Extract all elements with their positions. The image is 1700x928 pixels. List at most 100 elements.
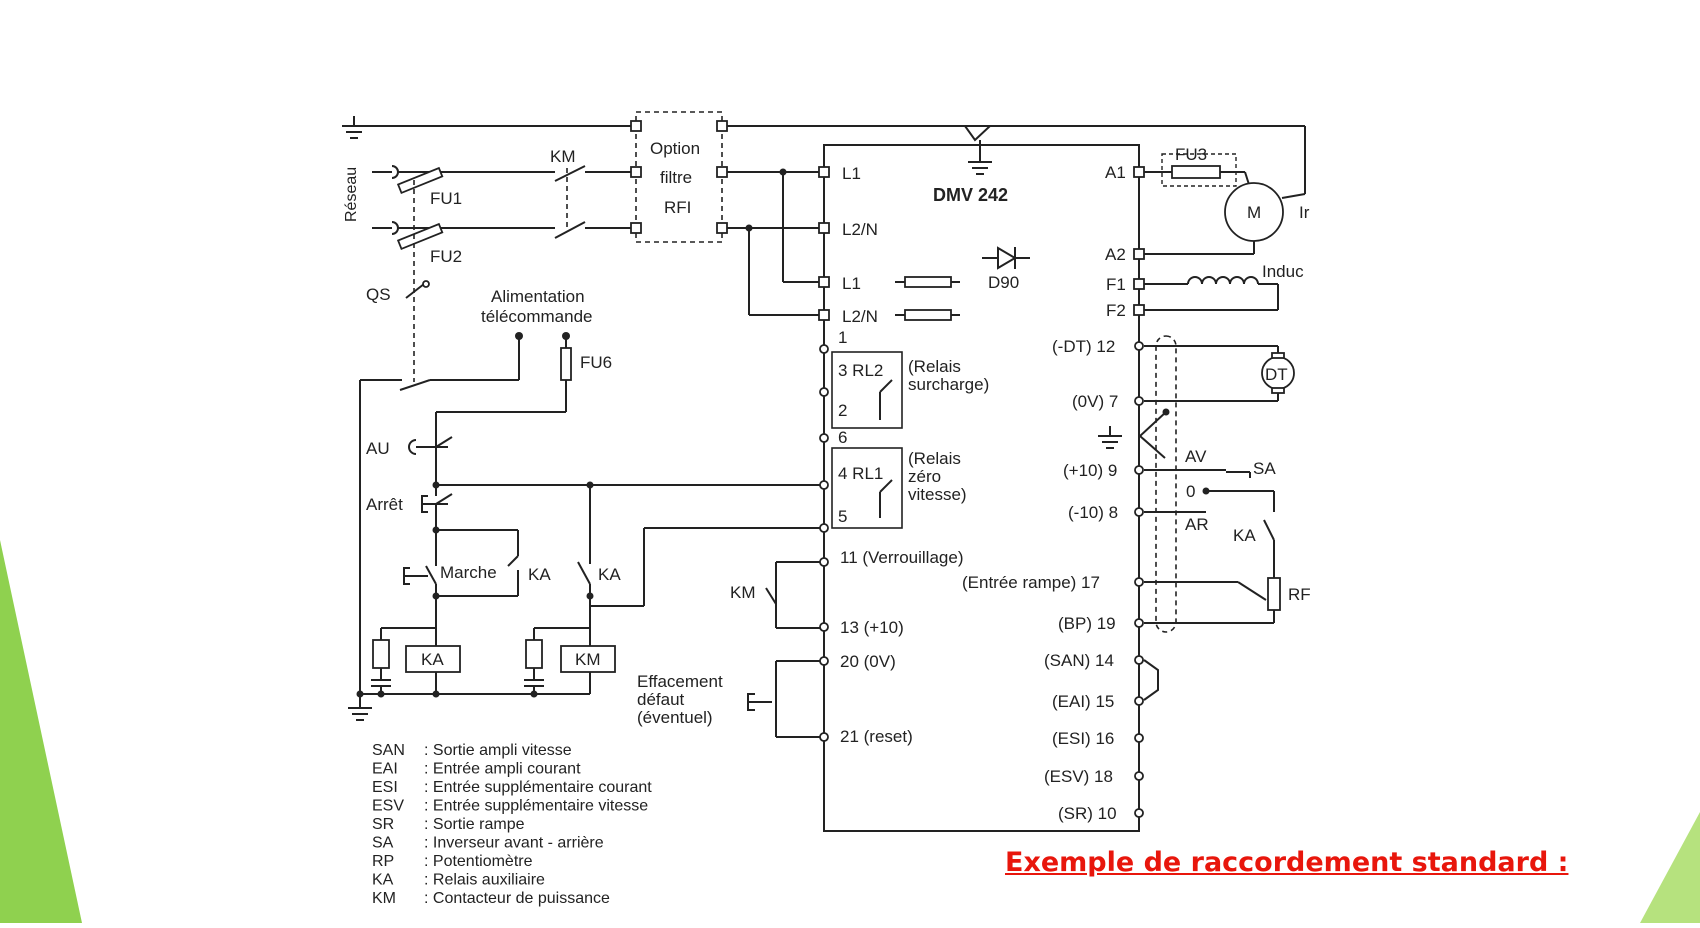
legend-abbr: SAN xyxy=(372,742,405,759)
terminal-11: 11 (Verrouillage) xyxy=(840,548,963,567)
terminal-f1: F1 xyxy=(1106,275,1126,294)
supply-line1: Alimentation xyxy=(491,287,585,306)
terminal-21: 21 (reset) xyxy=(840,727,913,746)
supply-line2: télécommande xyxy=(481,307,593,326)
terminal-13: 13 (+10) xyxy=(840,618,904,637)
legend-text: : Relais auxiliaire xyxy=(424,872,545,889)
terminal-eai15: (EAI) 15 xyxy=(1052,692,1114,711)
ka-coil-label: KA xyxy=(421,650,444,669)
internal-fuse-2-icon xyxy=(895,309,960,321)
legend-abbr: ESV xyxy=(372,798,404,815)
legend-text: : Sortie rampe xyxy=(424,816,525,833)
legend-abbr: ESI xyxy=(372,779,398,796)
ar-label: AR xyxy=(1185,515,1209,534)
terminal-m10-8: (-10) 8 xyxy=(1068,503,1118,522)
legend-abbr: SR xyxy=(372,816,394,833)
left-accent-triangle xyxy=(0,540,82,923)
terminal-l1-bottom: L1 xyxy=(842,274,861,293)
fu1-label: FU1 xyxy=(430,189,462,208)
rl1-desc-2: zéro xyxy=(908,467,941,486)
earth-shield-icon xyxy=(1098,426,1122,449)
legend-text: : Entrée supplémentaire courant xyxy=(424,779,652,796)
diode-d90-icon xyxy=(982,246,1030,270)
terminal-esv18: (ESV) 18 xyxy=(1044,767,1113,786)
rfi-line1: Option xyxy=(650,139,700,158)
terminal-a2: A2 xyxy=(1105,245,1126,264)
rfi-line2: filtre xyxy=(660,168,692,187)
terminal-sr10: (SR) 10 xyxy=(1058,804,1117,823)
sa-label: SA xyxy=(1253,459,1276,478)
legend-abbr: SA xyxy=(372,835,394,852)
potentiometer-rp-icon xyxy=(1267,577,1281,611)
rl2-desc-1: (Relais xyxy=(908,357,961,376)
legend-text: : Entrée supplémentaire vitesse xyxy=(424,798,648,815)
fu3-label: FU3 xyxy=(1175,145,1207,164)
rl2-relay-box xyxy=(831,351,903,429)
rp-label: RF xyxy=(1288,585,1311,604)
legend-text: : Contacteur de puissance xyxy=(424,890,610,907)
rl1-desc-1: (Relais xyxy=(908,449,961,468)
rl2-desc-2: surcharge) xyxy=(908,375,989,394)
internal-fuse-1-icon xyxy=(895,276,960,288)
terminal-dt12: (-DT) 12 xyxy=(1052,337,1115,356)
terminal-20: 20 (0V) xyxy=(840,652,896,671)
fu6-label: FU6 xyxy=(580,353,612,372)
au-emergency-stop-icon xyxy=(408,432,453,462)
earth-top-left-icon xyxy=(342,116,366,139)
arret-label: Arrêt xyxy=(366,495,403,514)
marche-label: Marche xyxy=(440,563,497,582)
terminal-3-rl2: 3 RL2 xyxy=(838,361,883,380)
arret-button-icon xyxy=(421,485,453,530)
earth-dmv-icon xyxy=(964,125,992,175)
terminal-f2: F2 xyxy=(1106,301,1126,320)
legend-abbr: EAI xyxy=(372,761,398,778)
av-label: AV xyxy=(1185,447,1207,466)
inductor-label: Induc xyxy=(1262,262,1304,281)
ind-label: Ir xyxy=(1299,203,1310,222)
ka-contact-2-label: KA xyxy=(598,565,621,584)
mains-plug-2-icon xyxy=(372,221,399,235)
legend-abbr: KM xyxy=(372,890,396,907)
km-interlock-label: KM xyxy=(730,583,756,602)
terminal-l2n-bottom: L2/N xyxy=(842,307,878,326)
effacement-line2: défaut xyxy=(637,690,685,709)
terminal-4-rl1: 4 RL1 xyxy=(838,464,883,483)
mains-plug-1-icon xyxy=(372,165,399,179)
au-label: AU xyxy=(366,439,390,458)
inductor-coil-icon xyxy=(1187,276,1259,285)
zero-label: 0 xyxy=(1186,482,1195,501)
terminal-san14: (SAN) 14 xyxy=(1044,651,1114,670)
dmv-title: DMV 242 xyxy=(933,185,1008,205)
qs-label: QS xyxy=(366,285,391,304)
terminal-ov7: (0V) 7 xyxy=(1072,392,1118,411)
km-coil-label: KM xyxy=(575,650,601,669)
legend-abbr: KA xyxy=(372,872,394,889)
rl1-relay-box xyxy=(831,447,903,529)
terminal-2: 2 xyxy=(838,401,847,420)
legend-text: : Inverseur avant - arrière xyxy=(424,835,604,852)
ka-contact-1-label: KA xyxy=(528,565,551,584)
legend-text: : Entrée ampli courant xyxy=(424,761,581,778)
fu6-fuse-icon xyxy=(560,336,572,412)
earth-control-icon xyxy=(348,694,372,721)
legend-text: : Sortie ampli vitesse xyxy=(424,742,572,759)
terminal-bp19: (BP) 19 xyxy=(1058,614,1116,633)
terminal-l2n-top: L2/N xyxy=(842,220,878,239)
slide-caption: Exemple de raccordement standard : xyxy=(1005,847,1569,878)
terminal-5: 5 xyxy=(838,507,847,526)
terminal-l1-top: L1 xyxy=(842,164,861,183)
terminal-1: 1 xyxy=(838,328,847,347)
terminal-6: 6 xyxy=(838,428,847,447)
tacho-dt-label: DT xyxy=(1265,365,1288,384)
d90-label: D90 xyxy=(988,273,1019,292)
rl1-desc-3: vitesse) xyxy=(908,485,967,504)
ka-coil xyxy=(405,645,461,673)
terminal-esi16: (ESI) 16 xyxy=(1052,729,1114,748)
km-power-label: KM xyxy=(550,147,576,166)
motor-label: M xyxy=(1247,203,1261,222)
right-accent-triangle xyxy=(1640,812,1700,923)
marche-button-icon xyxy=(403,530,437,596)
